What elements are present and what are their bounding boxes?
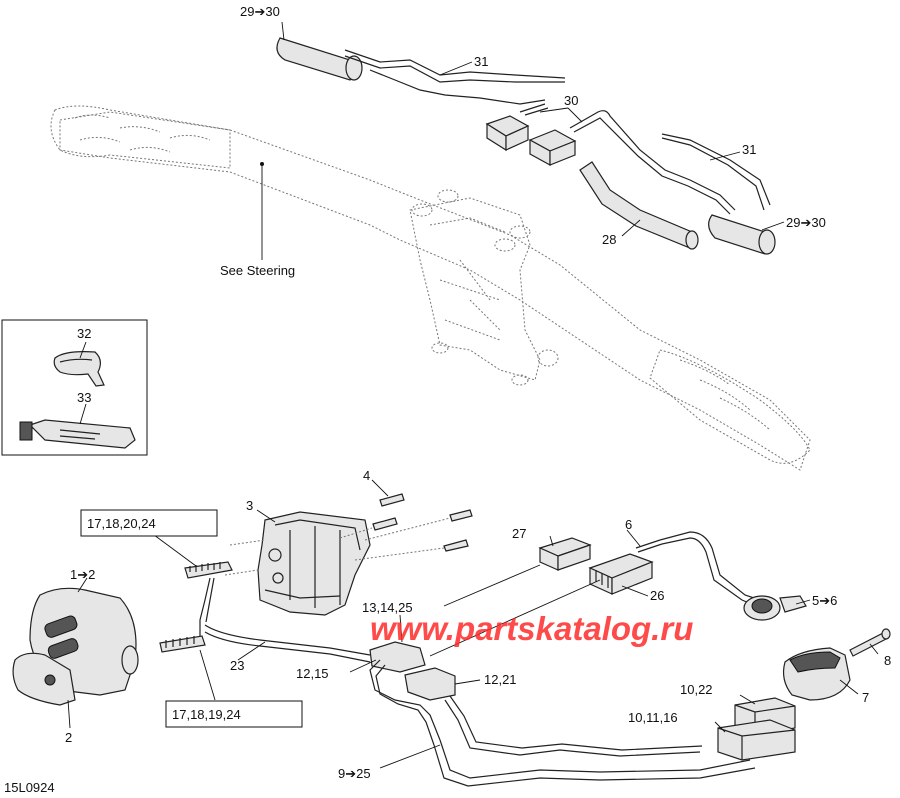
callout-13-14-25: 13,14,25: [362, 600, 413, 615]
callout-4: 4: [363, 468, 370, 483]
callout-10-22: 10,22: [680, 682, 713, 697]
connector-26: [588, 553, 654, 595]
callout-31-top: 31: [474, 54, 488, 69]
harness-connectors-left: [159, 561, 233, 653]
callout-33: 33: [77, 390, 91, 405]
diagram-code: 15L0924: [4, 780, 55, 795]
callout-1-2: 1➔2: [70, 567, 95, 582]
callout-10-11-16: 10,11,16: [628, 710, 678, 725]
callout-31-right: 31: [742, 142, 756, 157]
callout-see-steering: See Steering: [220, 263, 295, 278]
watermark-text: www.partskatalog.ru: [370, 610, 693, 647]
label-box-upper: [80, 509, 218, 537]
callout-29-30-top: 29➔30: [240, 4, 280, 19]
callout-9-25: 9➔25: [338, 766, 371, 781]
callout-30: 30: [564, 93, 578, 108]
callout-7: 7: [862, 690, 869, 705]
callout-32: 32: [77, 326, 91, 341]
leader-lines: [67, 21, 879, 769]
switch-housing-3: [224, 511, 371, 616]
inset-box-consumables: [1, 319, 148, 456]
callout-3: 3: [246, 498, 253, 513]
callout-2: 2: [65, 730, 72, 745]
grip-heater-left-group: [276, 37, 566, 105]
handlebar-assembly: [50, 105, 811, 471]
callout-8: 8: [884, 653, 891, 668]
connector-30-left: [485, 103, 549, 152]
callout-12-21: 12,21: [484, 672, 517, 687]
label-box-lower: [165, 700, 303, 728]
sensor-harness-5-6: [635, 531, 807, 621]
handlebar-switch-module: [12, 587, 139, 706]
callout-12-15: 12,15: [296, 666, 329, 681]
callout-28: 28: [602, 232, 616, 247]
cover-7: [782, 647, 851, 701]
callout-6: 6: [625, 517, 632, 532]
callout-29-30-right: 29➔30: [786, 215, 826, 230]
grip-heater-right-group: [579, 133, 776, 255]
callout-26: 26: [650, 588, 664, 603]
callout-23: 23: [230, 658, 244, 673]
pin-8: [849, 628, 891, 657]
connector-27: [538, 537, 592, 571]
module-10-lower: [717, 719, 796, 761]
callout-5-6: 5➔6: [812, 593, 837, 608]
screws-4: [339, 493, 473, 561]
callout-17-18-20-24: 17,18,20,24: [87, 516, 156, 531]
callout-labels: 29➔30 31 30 31 28 29➔30 See Steering 32 …: [4, 4, 891, 795]
callout-27: 27: [512, 526, 526, 541]
callout-17-18-19-24: 17,18,19,24: [172, 707, 241, 722]
connector-30-right: [528, 110, 736, 215]
main-harness-23: [204, 624, 756, 787]
